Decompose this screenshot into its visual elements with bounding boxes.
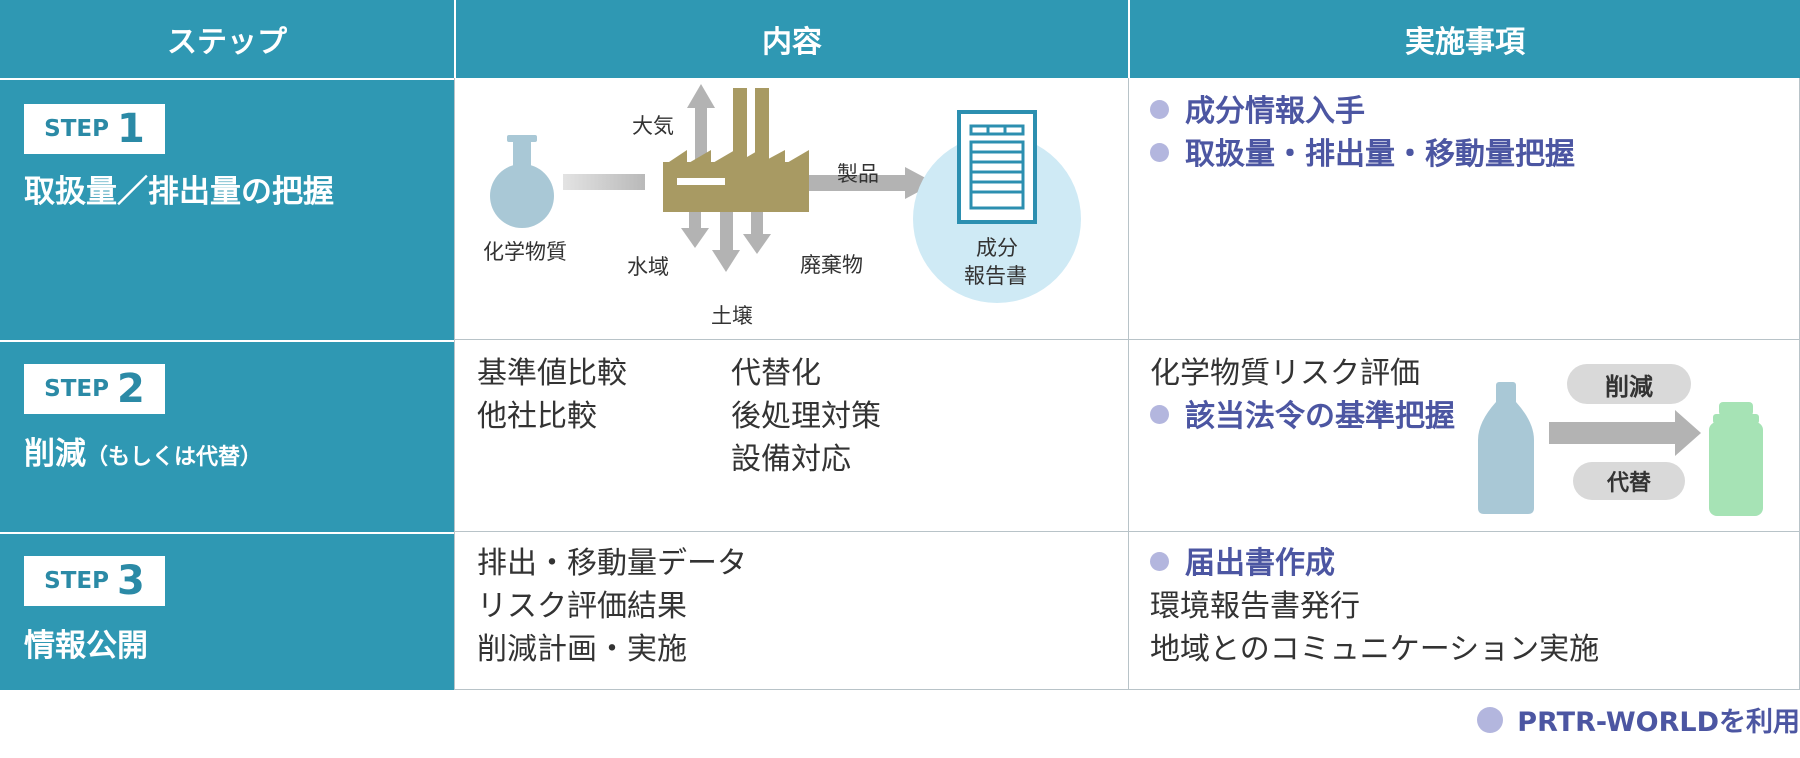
bullet-icon — [1150, 143, 1169, 162]
step-2-actions: 化学物質リスク評価 該当法令の基準把握 削減 代替 — [1128, 340, 1800, 532]
water-arrow — [681, 212, 709, 248]
bottle-before-icon — [1478, 382, 1534, 514]
step-2-title: 削減（もしくは代替） — [24, 428, 262, 473]
report-document-icon — [957, 110, 1037, 224]
action-text: 地域とのコミュニケーション実施 — [1150, 632, 1600, 667]
prtr-step-table: ステップ 内容 実施事項 STEP 1 取扱量／排出量の把握 — [0, 0, 1800, 690]
soil-arrow — [712, 212, 740, 272]
step-2-badge: STEP 2 — [24, 364, 165, 414]
step-3-number: 3 — [116, 558, 145, 604]
step-1-number: 1 — [116, 106, 145, 152]
step-3-content: 排出・移動量データ リスク評価結果 削減計画・実施 — [454, 532, 1128, 690]
step-2-cell: STEP 2 削減（もしくは代替） — [0, 340, 454, 532]
label-product: 製品 — [837, 162, 879, 186]
legend: PRTR-WORLDを利用 — [1477, 700, 1800, 739]
label-air: 大気 — [632, 114, 674, 138]
header-step: ステップ — [0, 0, 454, 78]
step-3-title: 情報公開 — [24, 620, 148, 665]
factory-icon — [663, 88, 809, 212]
label-chemical: 化学物質 — [483, 240, 567, 264]
step-1-content: 化学物質 大気 製品 水域 土壌 廃棄物 成分 報告書 — [454, 78, 1128, 340]
label-soil: 土壌 — [711, 304, 753, 328]
action-item: 届出書作成 — [1150, 542, 1335, 585]
step-3-actions: 届出書作成 環境報告書発行 地域とのコミュニケーション実施 — [1128, 532, 1800, 690]
bullet-icon — [1150, 405, 1169, 424]
action-text: 取扱量・排出量・移動量把握 — [1185, 137, 1575, 172]
bullet-icon — [1150, 100, 1169, 119]
action-text: 該当法令の基準把握 — [1185, 399, 1455, 434]
step-3-cell: STEP 3 情報公開 — [0, 532, 454, 690]
content-item: リスク評価結果 — [477, 589, 687, 624]
step-1-title-text: 取扱量／排出量の把握 — [24, 174, 334, 210]
substitute-pill: 代替 — [1573, 462, 1685, 500]
bottle-after-icon — [1709, 402, 1763, 516]
bullet-icon — [1150, 552, 1169, 571]
label-report-line1: 成分 — [976, 236, 1018, 260]
step-1-badge: STEP 1 — [24, 104, 165, 154]
flask-icon — [490, 135, 554, 228]
content-item: 設備対応 — [731, 442, 851, 477]
label-waste: 廃棄物 — [800, 253, 863, 277]
step-2-content: 基準値比較 他社比較 代替化 後処理対策 設備対応 — [454, 340, 1128, 532]
substitution-diagram — [1478, 382, 1763, 516]
content-item: 基準値比較 — [477, 356, 627, 391]
action-text: 環境報告書発行 — [1150, 589, 1360, 624]
content-item: 代替化 — [731, 356, 821, 391]
product-arrow — [809, 167, 935, 199]
step-2-number: 2 — [116, 366, 145, 412]
step-1-cell: STEP 1 取扱量／排出量の把握 — [0, 78, 454, 340]
content-item: 削減計画・実施 — [477, 632, 687, 667]
action-item: 取扱量・排出量・移動量把握 — [1150, 133, 1575, 176]
step-1-actions: 成分情報入手 取扱量・排出量・移動量把握 — [1128, 78, 1800, 340]
content-item: 排出・移動量データ — [477, 546, 747, 581]
step-1-title: 取扱量／排出量の把握 — [24, 166, 334, 211]
action-text: 化学物質リスク評価 — [1150, 356, 1420, 391]
step-3-badge: STEP 3 — [24, 556, 165, 606]
air-arrow — [687, 84, 715, 170]
step-1-word: STEP — [44, 116, 109, 142]
reduce-pill: 削減 — [1567, 364, 1691, 404]
content-item: 後処理対策 — [731, 399, 881, 434]
emission-flow-diagram — [490, 84, 1081, 303]
substitution-arrow — [1549, 410, 1701, 456]
legend-text: PRTR-WORLDを利用 — [1517, 707, 1800, 738]
action-text: 成分情報入手 — [1185, 94, 1365, 129]
label-water: 水域 — [627, 255, 669, 279]
header-action: 実施事項 — [1128, 0, 1800, 78]
step-2-title-text: 削減 — [24, 436, 86, 472]
step-2-word: STEP — [44, 376, 109, 402]
step-3-title-text: 情報公開 — [24, 628, 148, 664]
action-item: 該当法令の基準把握 — [1150, 395, 1455, 438]
action-item: 成分情報入手 — [1150, 90, 1365, 133]
header-content: 内容 — [454, 0, 1128, 78]
legend-bullet-icon — [1477, 706, 1504, 733]
waste-arrow — [743, 212, 771, 254]
content-item: 他社比較 — [477, 399, 597, 434]
label-report-line2: 報告書 — [964, 264, 1027, 288]
step-2-title-sub: （もしくは代替） — [86, 445, 263, 470]
step-3-word: STEP — [44, 568, 109, 594]
input-pipe — [563, 174, 645, 190]
action-text: 届出書作成 — [1185, 546, 1335, 581]
